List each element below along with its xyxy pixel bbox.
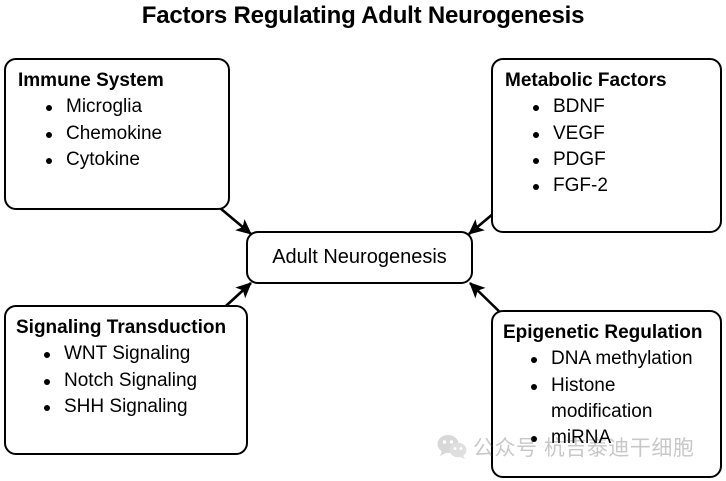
node-epigenetic-regulation-heading: Epigenetic Regulation xyxy=(503,322,703,343)
wechat-icon xyxy=(437,435,467,459)
node-epigenetic-regulation-list: DNA methylation Histone modification miR… xyxy=(503,346,712,451)
node-metabolic-factors[interactable]: Metabolic Factors BDNF VEGF PDGF FGF-2 xyxy=(491,58,722,233)
list-item: SHH Signaling xyxy=(42,394,240,420)
list-item: PDGF xyxy=(531,147,710,173)
list-item: Chemokine xyxy=(44,121,218,147)
list-item: BDNF xyxy=(531,94,710,120)
node-immune-system[interactable]: Immune System Microglia Chemokine Cytoki… xyxy=(4,58,230,210)
list-item: WNT Signaling xyxy=(42,341,240,367)
node-adult-neurogenesis-label: Adult Neurogenesis xyxy=(272,246,447,268)
node-immune-system-heading: Immune System xyxy=(18,70,164,91)
list-item: FGF-2 xyxy=(531,173,710,199)
list-item: Histone modification xyxy=(529,373,712,425)
list-item: Cytokine xyxy=(44,147,218,173)
node-immune-system-list: Microglia Chemokine Cytokine xyxy=(18,94,218,173)
node-signaling-transduction-heading: Signaling Transduction xyxy=(16,317,227,338)
node-epigenetic-regulation[interactable]: Epigenetic Regulation DNA methylation Hi… xyxy=(491,310,722,478)
list-item: Microglia xyxy=(44,94,218,120)
node-signaling-transduction-list: WNT Signaling Notch Signaling SHH Signal… xyxy=(16,341,240,420)
node-metabolic-factors-list: BDNF VEGF PDGF FGF-2 xyxy=(505,94,710,199)
list-item: VEGF xyxy=(531,121,710,147)
list-item: Notch Signaling xyxy=(42,368,240,394)
node-adult-neurogenesis[interactable]: Adult Neurogenesis xyxy=(246,231,473,284)
list-item: DNA methylation xyxy=(529,346,712,372)
page-title: Factors Regulating Adult Neurogenesis xyxy=(141,2,585,29)
list-item: miRNA xyxy=(529,425,712,451)
node-metabolic-factors-heading: Metabolic Factors xyxy=(505,70,667,91)
node-signaling-transduction[interactable]: Signaling Transduction WNT Signaling Not… xyxy=(4,305,248,455)
